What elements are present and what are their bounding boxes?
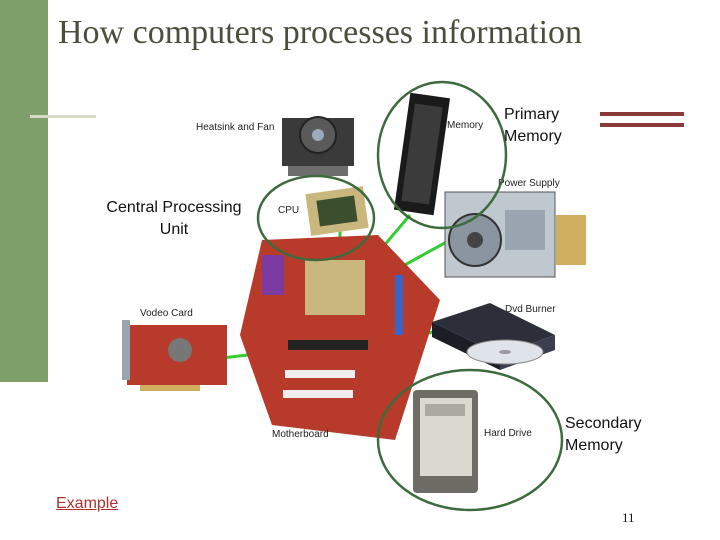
memory-stick-icon xyxy=(393,92,451,216)
cpu-caption: CPU xyxy=(278,205,299,216)
primary-memory-label-line1: Primary xyxy=(504,106,560,123)
cpu-chip-icon xyxy=(305,186,369,236)
cpu-label: Central Processing Unit xyxy=(96,197,252,241)
secondary-memory-highlight-circle xyxy=(376,368,564,512)
power-supply-icon xyxy=(444,191,586,278)
power-supply-caption: Power Supply xyxy=(498,178,560,189)
side-accent-bar xyxy=(0,0,48,382)
primary-memory-label: Primary Memory xyxy=(504,104,562,148)
video-card-icon xyxy=(122,320,227,391)
cpu-highlight-circle xyxy=(256,174,376,262)
decorative-rule-left xyxy=(30,115,96,118)
heatsink-fan-icon xyxy=(282,116,354,176)
example-link[interactable]: Example xyxy=(56,495,119,512)
primary-memory-highlight-circle xyxy=(376,80,508,230)
cpu-label-line1: Central Processing xyxy=(106,199,242,216)
decorative-rule-right-top xyxy=(600,112,684,116)
motherboard-icon xyxy=(240,235,440,440)
hard-drive-caption: Hard Drive xyxy=(484,428,532,439)
secondary-memory-label-line2: Memory xyxy=(565,437,623,454)
page-number: 11 xyxy=(622,510,635,525)
heatsink-caption: Heatsink and Fan xyxy=(196,122,274,133)
cpu-label-line2: Unit xyxy=(159,221,189,238)
slide-title: How computers processes information xyxy=(58,14,583,51)
memory-caption: Memory xyxy=(447,120,483,131)
motherboard-caption: Motherboard xyxy=(272,429,329,440)
decorative-rule-right-bottom xyxy=(600,123,684,127)
dvd-burner-icon xyxy=(432,303,555,370)
dvd-burner-caption: Dvd Burner xyxy=(505,304,556,315)
hard-drive-icon xyxy=(413,390,478,493)
primary-memory-label-line2: Memory xyxy=(504,128,562,145)
video-card-caption: Vodeo Card xyxy=(140,308,193,319)
secondary-memory-label: Secondary Memory xyxy=(565,413,642,457)
secondary-memory-label-line1: Secondary xyxy=(565,415,642,432)
